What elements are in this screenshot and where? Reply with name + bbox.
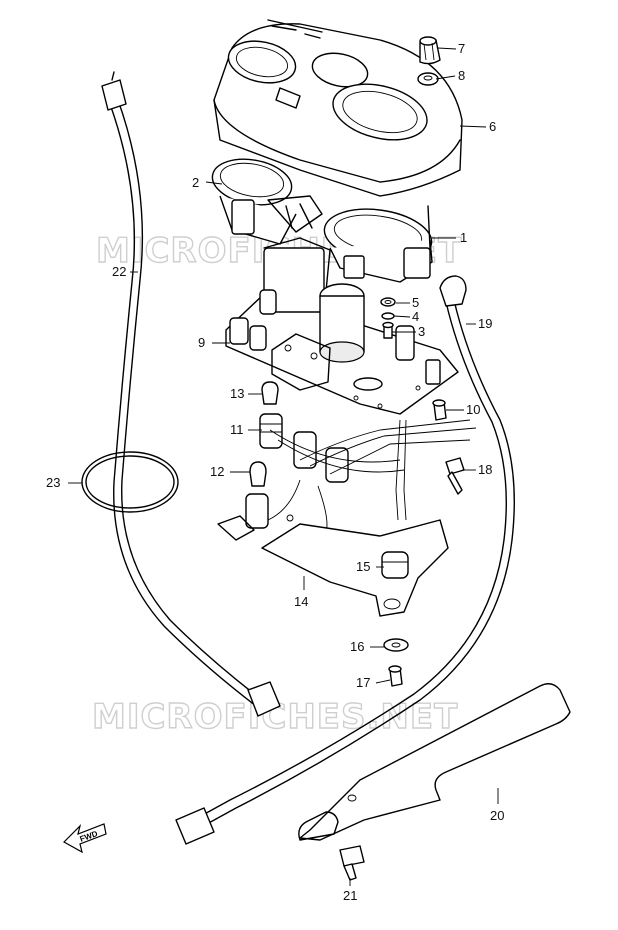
washer-part-8[interactable]	[417, 72, 439, 86]
o-ring-part-23[interactable]	[81, 451, 179, 513]
callout-14: 14	[294, 594, 308, 609]
callout-20: 20	[490, 808, 504, 823]
washer-part-16[interactable]	[383, 638, 409, 652]
bulb-part-13[interactable]	[261, 381, 279, 405]
callout-labels: 7 8 6 2 1 22 5 4 19 3 9 13 10 11 18 12 2…	[46, 41, 504, 903]
speedometer-gauge-part[interactable]	[321, 203, 435, 283]
callout-6: 6	[489, 119, 496, 134]
cable-part-22[interactable]	[101, 71, 281, 717]
fwd-label: FWD	[79, 829, 99, 844]
bulb-part-12[interactable]	[245, 461, 269, 529]
bolt-part-18[interactable]	[445, 457, 465, 495]
leader-lines	[68, 47, 499, 886]
callout-9: 9	[198, 335, 205, 350]
cable-part-19[interactable]	[175, 275, 515, 845]
callout-13: 13	[230, 386, 244, 401]
bulb-socket-part-11[interactable]	[259, 413, 349, 483]
callout-10: 10	[466, 402, 480, 417]
callout-18: 18	[478, 462, 492, 477]
tachometer-gauge-part[interactable]	[209, 153, 323, 245]
screw-part-3[interactable]	[382, 321, 394, 339]
callout-19: 19	[478, 316, 492, 331]
meter-base-plate-part[interactable]	[225, 237, 459, 415]
callout-21: 21	[343, 888, 357, 903]
callout-15: 15	[356, 559, 370, 574]
bracket-part-14[interactable]	[217, 515, 449, 617]
callout-2: 2	[192, 175, 199, 190]
clamp-part-20[interactable]	[298, 683, 571, 841]
callout-16: 16	[350, 639, 364, 654]
callout-7: 7	[458, 41, 465, 56]
washer-part-4[interactable]	[381, 312, 395, 320]
bolt-part-21[interactable]	[339, 845, 365, 881]
callout-4: 4	[412, 309, 419, 324]
wiring-harness	[267, 419, 477, 539]
callout-1: 1	[460, 230, 467, 245]
screw-part-10[interactable]	[432, 399, 447, 421]
callout-23: 23	[46, 475, 60, 490]
callout-12: 12	[210, 464, 224, 479]
callout-11: 11	[230, 422, 244, 437]
callout-8: 8	[458, 68, 465, 83]
screw-part-17[interactable]	[388, 665, 403, 687]
callout-22: 22	[112, 264, 126, 279]
callout-5: 5	[412, 295, 419, 310]
callout-17: 17	[356, 675, 370, 690]
meter-case-part[interactable]	[213, 19, 463, 197]
washer-part-5[interactable]	[380, 297, 396, 307]
fwd-arrow-icon: FWD	[63, 823, 107, 854]
callout-3: 3	[418, 324, 425, 339]
grommet-part-15[interactable]	[381, 551, 409, 579]
cap-screw-part[interactable]	[419, 36, 441, 65]
